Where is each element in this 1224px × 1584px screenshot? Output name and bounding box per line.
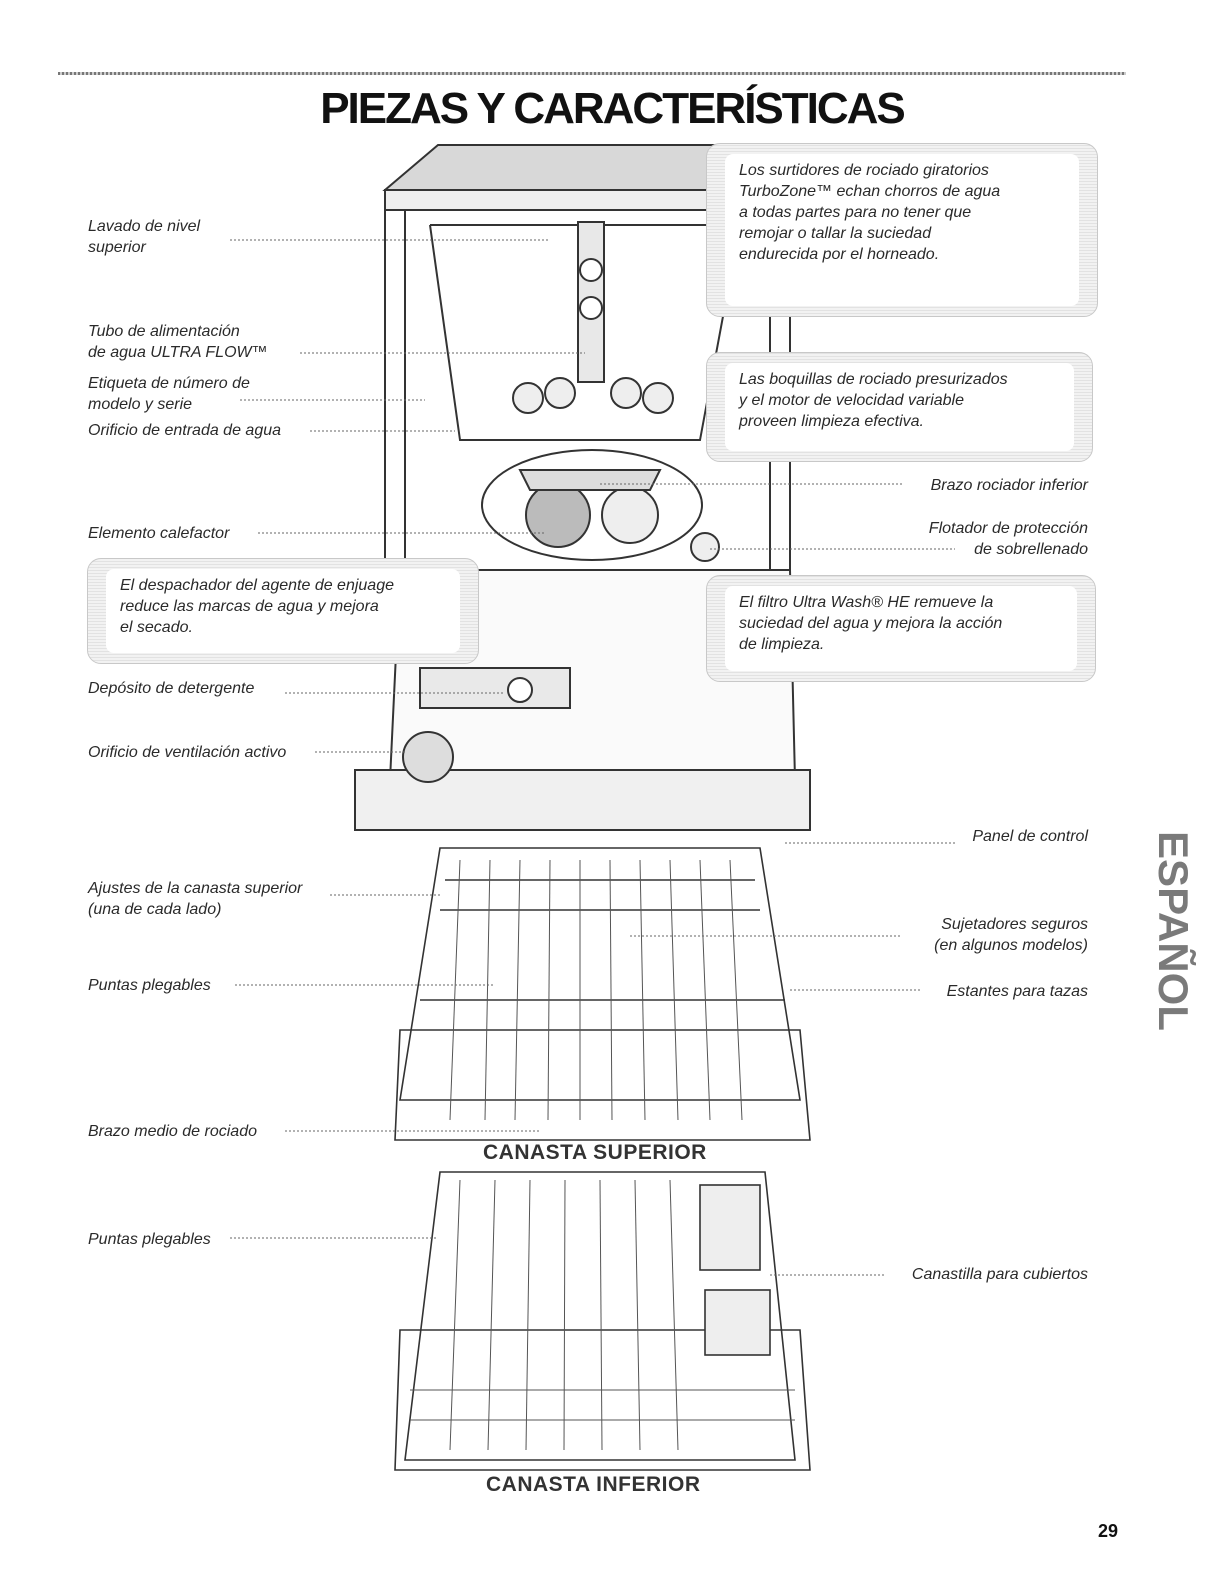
- label-sujetadores: Sujetadores seguros (en algunos modelos): [934, 916, 1088, 954]
- label-brazo-rociador-inferior: Brazo rociador inferior: [930, 477, 1088, 494]
- page-title: PIEZAS Y CARACTERÍSTICAS: [320, 84, 906, 133]
- language-tab: ESPAÑOL: [1150, 808, 1197, 1054]
- top-rule: [58, 72, 1126, 75]
- label-elemento-calefactor: Elemento calefactor: [88, 525, 230, 542]
- caption-canasta-superior: CANASTA SUPERIOR: [483, 1141, 707, 1164]
- label-orificio-entrada: Orificio de entrada de agua: [88, 422, 282, 439]
- label-lavado-nivel-superior: Lavado de nivel superior: [88, 218, 201, 256]
- lower-rack-art: [394, 1171, 811, 1471]
- label-tubo-alimentacion: Tubo de alimentación de agua ULTRA FLOW™: [88, 323, 268, 361]
- callout-turbozone: Los surtidores de rociado giratorios Tur…: [706, 143, 1098, 317]
- label-panel-control: Panel de control: [972, 828, 1088, 845]
- caption-canasta-inferior: CANASTA INFERIOR: [486, 1473, 701, 1496]
- label-puntas-plegables-inferior: Puntas plegables: [88, 1231, 211, 1248]
- upper-rack-tines: [449, 859, 743, 1121]
- callout-filtro: El filtro Ultra Wash® HE remueve la suci…: [706, 575, 1096, 682]
- label-canastilla-cubiertos: Canastilla para cubiertos: [911, 1266, 1088, 1283]
- label-etiqueta-modelo: Etiqueta de número de modelo y serie: [88, 375, 250, 413]
- dishwasher-top: [382, 144, 762, 191]
- lower-rack-tines: [410, 1179, 795, 1451]
- leader-lines: [230, 239, 955, 1276]
- label-estantes-tazas: Estantes para tazas: [946, 983, 1088, 1000]
- label-flotador: Flotador de protección de sobrellenado: [928, 520, 1088, 558]
- label-ajustes-canasta: Ajustes de la canasta superior (una de c…: [88, 880, 303, 918]
- label-puntas-plegables-superior: Puntas plegables: [88, 977, 211, 994]
- label-deposito-detergente: Depósito de detergente: [88, 680, 255, 697]
- label-orificio-ventilacion: Orificio de ventilación activo: [88, 744, 287, 761]
- page-number: 29: [1098, 1521, 1119, 1541]
- callout-boquillas: Las boquillas de rociado presurizados y …: [706, 352, 1093, 462]
- language-tab-text: ESPAÑOL: [1150, 831, 1197, 1031]
- callout-despachador: El despachador del agente de enjuage red…: [87, 558, 479, 664]
- label-brazo-medio: Brazo medio de rociado: [88, 1123, 257, 1140]
- upper-rack-art: [394, 847, 811, 1141]
